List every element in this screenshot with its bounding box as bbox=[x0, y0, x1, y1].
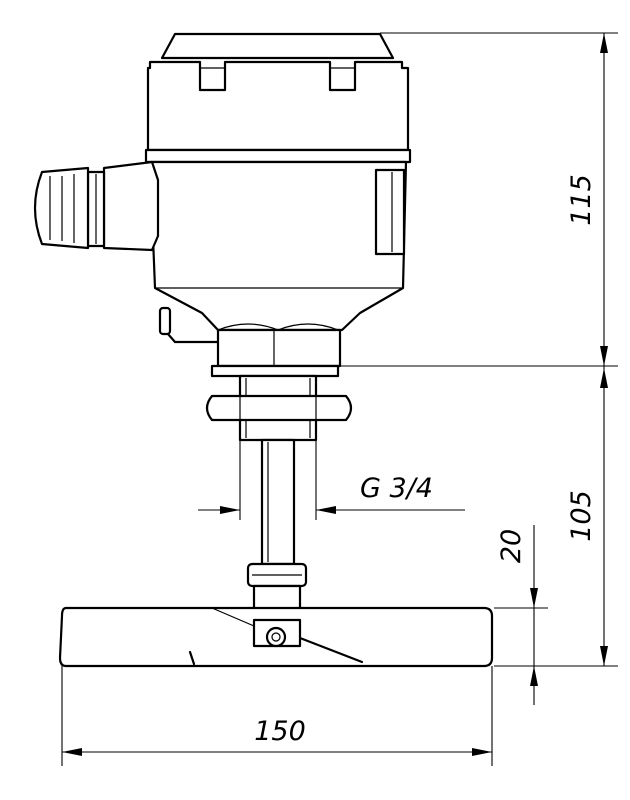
dimension-150-label: 150 bbox=[254, 716, 306, 747]
housing-seam bbox=[144, 148, 412, 164]
dimension-105: 105 bbox=[494, 366, 618, 667]
housing-neck bbox=[210, 328, 342, 378]
housing-body bbox=[148, 160, 408, 332]
dimension-115: 115 bbox=[340, 32, 618, 367]
cable-gland bbox=[33, 160, 160, 252]
shaft bbox=[260, 438, 296, 566]
dimension-105-label: 105 bbox=[566, 490, 597, 542]
dimension-thread: G 3/4 bbox=[198, 440, 465, 520]
dimension-150: 150 bbox=[61, 666, 493, 766]
paddle bbox=[58, 606, 494, 668]
process-connection bbox=[205, 374, 353, 442]
dimension-20: 20 bbox=[494, 525, 548, 705]
housing-lid bbox=[146, 32, 410, 152]
dimension-thread-label: G 3/4 bbox=[360, 473, 433, 504]
dimension-20-label: 20 bbox=[496, 529, 527, 563]
ground-screw bbox=[158, 306, 220, 344]
dimension-115-label: 115 bbox=[566, 174, 597, 226]
